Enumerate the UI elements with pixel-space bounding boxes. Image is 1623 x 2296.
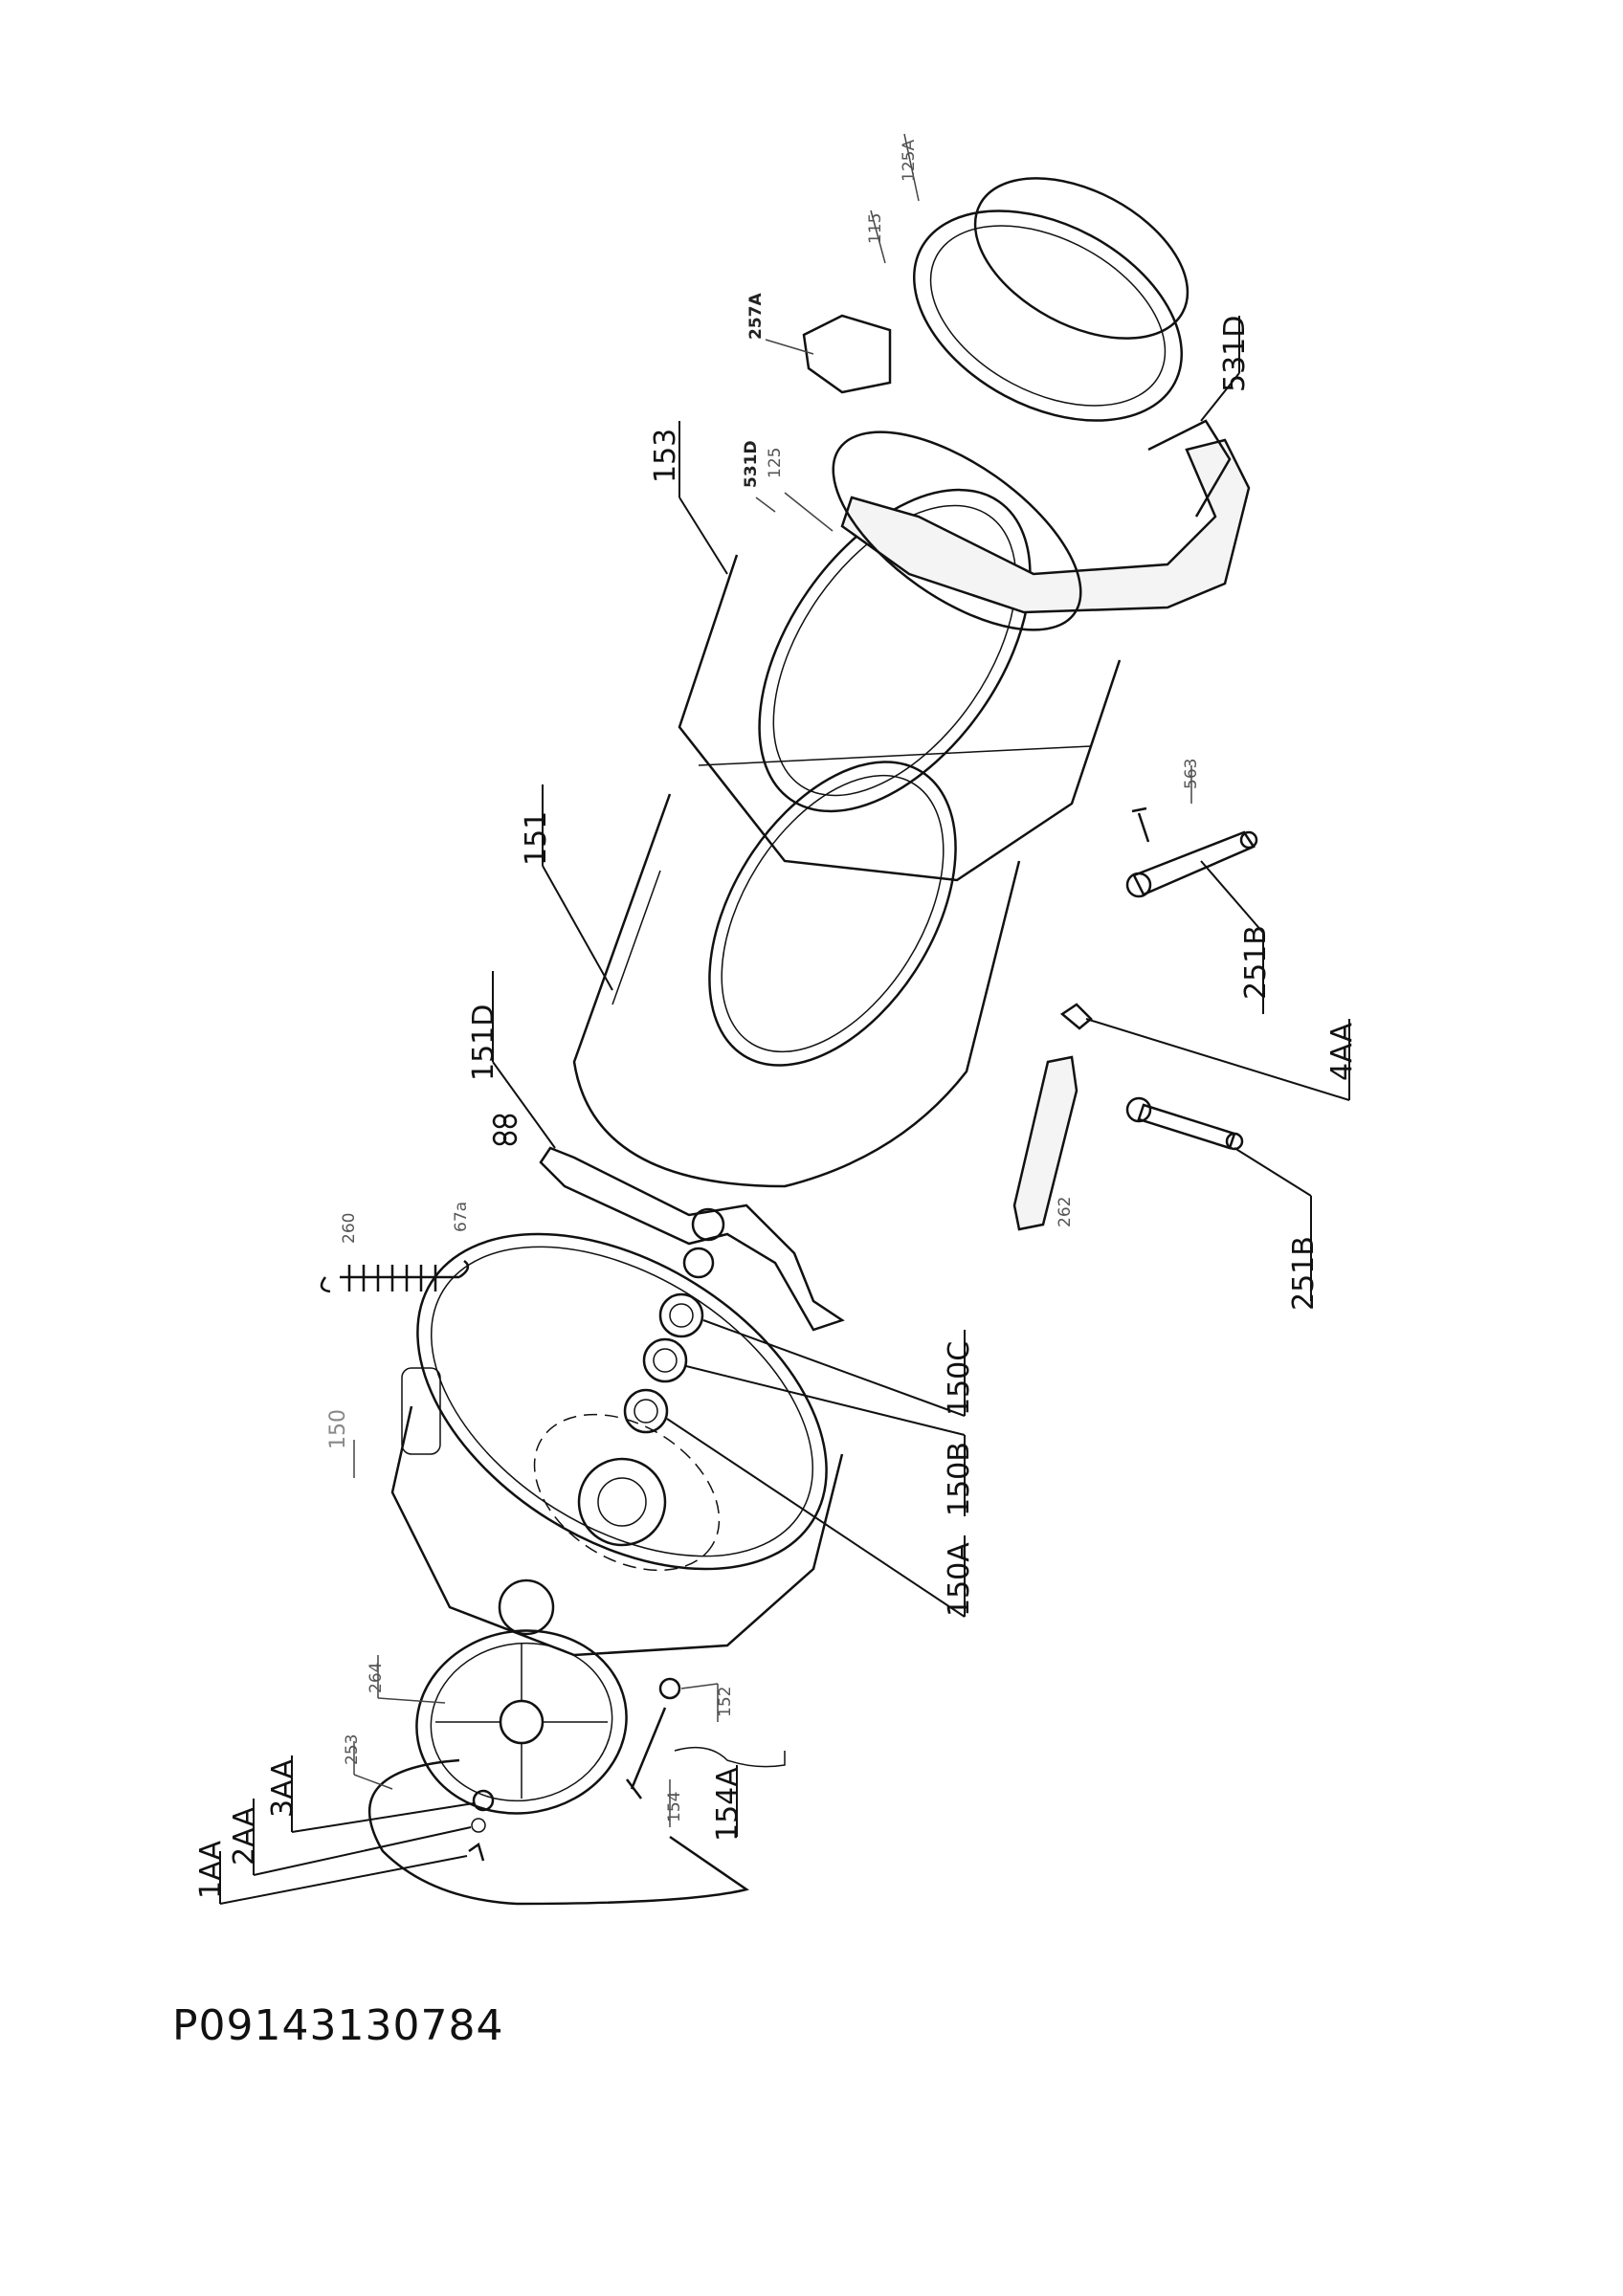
part-152-drawing [658,1677,681,1700]
part-labels: 125A 115 257A 531D 153 531D 125 151 563 … [194,140,1359,1899]
label-251b-upper: 251B [1239,925,1273,1000]
cable-154a-drawing [674,1746,786,1768]
clip-4aa-drawing [1059,1003,1093,1030]
label-125: 125 [766,448,785,478]
drum-drawing [572,761,1021,1188]
rear-tub-drawing [390,1232,844,1657]
shock-absorbers-drawing [1125,830,1258,1151]
part-262-drawing [1012,1055,1078,1231]
label-4aa: 4AA [1325,1023,1359,1081]
label-150a: 150A [943,1542,976,1617]
label-260: 260 [340,1213,359,1244]
gasket-ring-drawing [832,430,1082,631]
label-2aa: 2AA [228,1807,261,1866]
label-531d-left: 531D [742,440,761,488]
label-262: 262 [1056,1197,1075,1227]
belt-drawing [367,1758,749,1906]
spring-260-drawing [320,1259,470,1293]
label-154a: 154A [711,1767,745,1842]
label-1aa: 1AA [194,1841,228,1899]
label-125a: 125A [900,140,919,182]
label-264: 264 [367,1663,386,1693]
front-counterweight-drawing [840,438,1251,614]
label-150: 150 [326,1409,350,1449]
label-257a: 257A [746,293,766,340]
label-151d: 151D [467,1004,500,1081]
label-253: 253 [343,1734,362,1765]
bolt-563-drawing [1131,806,1150,843]
label-3aa: 3AA [266,1759,300,1818]
front-tub-drawing [678,488,1122,882]
label-150c: 150C [943,1341,976,1416]
document-code: P09143130784 [172,2001,504,2050]
pulley-drawing [415,1629,628,1815]
label-531d-right: 531D [1218,316,1252,392]
label-251b-lower: 251B [1287,1236,1321,1311]
label-563: 563 [1182,759,1201,789]
drum-spider-drawing [539,1146,845,1332]
front-ring-drawing [802,177,1232,518]
label-151: 151 [520,811,553,866]
label-115: 115 [866,213,885,244]
bearing-seals-drawing [623,1292,704,1434]
studs-67a-drawing [492,1114,518,1146]
label-67a: 67a [452,1202,471,1232]
heater-drawing [626,1707,667,1799]
label-150b: 150B [943,1442,976,1516]
label-152: 152 [716,1687,735,1717]
screw-washer-drawing [468,1789,495,1862]
label-153: 153 [649,429,682,483]
label-154: 154 [665,1792,684,1822]
leader-lines [219,133,1350,1905]
